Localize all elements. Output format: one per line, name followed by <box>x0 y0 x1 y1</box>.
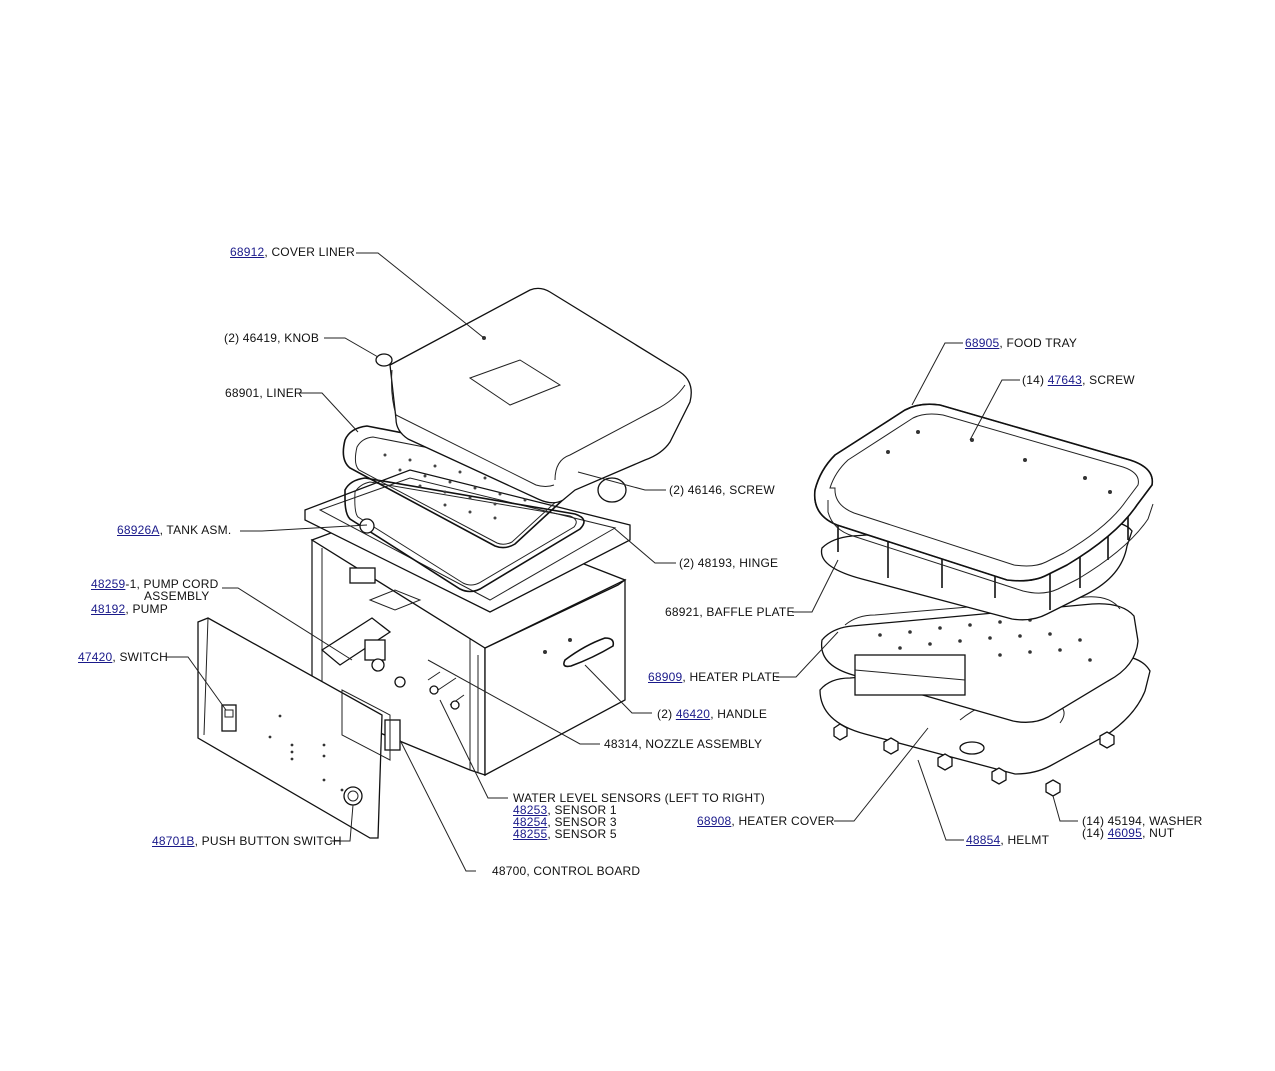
label-sensor-1: 48253, SENSOR 1 <box>513 804 617 817</box>
label-switch: 47420, SWITCH <box>78 651 168 664</box>
label-text: , HEATER COVER <box>731 814 835 828</box>
pump-internals <box>320 567 465 710</box>
label-text: , COVER LINER <box>264 245 355 259</box>
tank-flange <box>304 469 631 613</box>
label-pump: 48192, PUMP <box>91 603 168 616</box>
part-link-48255[interactable]: 48255 <box>513 827 548 841</box>
part-link-46420[interactable]: 46420 <box>675 707 711 721</box>
part-link-47420[interactable]: 47420 <box>78 650 113 664</box>
label-pump-cord-line2: ASSEMBLY <box>144 589 210 603</box>
label-text: , SCREW <box>1082 373 1135 387</box>
label-text: , PUMP <box>125 602 168 616</box>
label-nut: (14) 46095, NUT <box>1082 827 1174 840</box>
label-text: , SENSOR 1 <box>547 803 617 817</box>
label-handle: (2) 46420, HANDLE <box>657 708 767 721</box>
leader-lines <box>166 252 1078 872</box>
label-control-board: 48700, CONTROL BOARD <box>492 864 641 878</box>
label-text: , FOOD TRAY <box>999 336 1078 350</box>
part-link-68912[interactable]: 68912 <box>230 245 265 259</box>
label-hinge: (2) 48193, HINGE <box>679 556 779 570</box>
label-text: , SWITCH <box>112 650 168 664</box>
part-link-47643[interactable]: 47643 <box>1047 373 1083 387</box>
label-push-button-switch: 48701B, PUSH BUTTON SWITCH <box>152 835 342 848</box>
label-liner: 68901, LINER <box>225 386 303 400</box>
part-link-48854[interactable]: 48854 <box>966 833 1001 847</box>
liner-part <box>342 425 583 549</box>
label-text: , HEATER PLATE <box>682 670 781 684</box>
handle-part <box>563 637 615 668</box>
label-qty: (14) <box>1082 826 1108 840</box>
label-text: , PUSH BUTTON SWITCH <box>194 834 342 848</box>
label-cover-liner: 68912, COVER LINER <box>230 246 355 259</box>
part-link-68926a[interactable]: 68926A <box>117 523 160 537</box>
label-qty: (14) <box>1022 373 1048 387</box>
part-link-48192[interactable]: 48192 <box>91 602 126 616</box>
label-text: -1, PUMP CORD <box>125 577 219 591</box>
part-link-48701b[interactable]: 48701B <box>152 834 195 848</box>
cover-liner-part <box>375 287 692 504</box>
label-food-tray: 68905, FOOD TRAY <box>965 337 1077 350</box>
food-tray-part <box>813 403 1154 594</box>
part-link-68908[interactable]: 68908 <box>697 814 732 828</box>
part-link-68909[interactable]: 68909 <box>648 670 683 684</box>
label-washer: (14) 45194, WASHER <box>1082 814 1203 828</box>
part-link-48253[interactable]: 48253 <box>513 803 548 817</box>
label-baffle-plate: 68921, BAFFLE PLATE <box>665 605 795 619</box>
label-qty: (2) <box>657 707 676 721</box>
label-text: , SENSOR 5 <box>547 827 617 841</box>
heater-plate-part <box>820 596 1139 723</box>
part-link-48259[interactable]: 48259 <box>91 577 126 591</box>
label-heater-plate: 68909, HEATER PLATE <box>648 671 780 684</box>
label-helmt: 48854, HELMT <box>966 834 1049 847</box>
label-text: , HANDLE <box>710 707 768 721</box>
label-text: , SENSOR 3 <box>547 815 617 829</box>
label-knob: (2) 46419, KNOB <box>224 331 320 345</box>
part-link-48254[interactable]: 48254 <box>513 815 548 829</box>
label-sensor-5: 48255, SENSOR 5 <box>513 828 617 841</box>
label-screw-46146: (2) 46146, SCREW <box>669 483 775 497</box>
part-link-46095[interactable]: 46095 <box>1107 826 1143 840</box>
part-link-68905[interactable]: 68905 <box>965 336 1000 350</box>
label-text: , NUT <box>1142 826 1175 840</box>
label-text: , TANK ASM. <box>159 523 232 537</box>
label-screw-47643: (14) 47643, SCREW <box>1022 374 1135 387</box>
label-tank-asm: 68926A, TANK ASM. <box>117 524 231 537</box>
label-water-level-sensors: WATER LEVEL SENSORS (LEFT TO RIGHT) <box>513 791 765 805</box>
label-pump-cord: 48259-1, PUMP CORD <box>91 578 218 591</box>
control-panel <box>197 617 401 839</box>
label-text: , HELMT <box>1000 833 1050 847</box>
nuts <box>833 723 1115 797</box>
label-heater-cover: 68908, HEATER COVER <box>697 815 835 828</box>
label-sensor-3: 48254, SENSOR 3 <box>513 816 617 829</box>
label-nozzle-assembly: 48314, NOZZLE ASSEMBLY <box>604 737 763 751</box>
